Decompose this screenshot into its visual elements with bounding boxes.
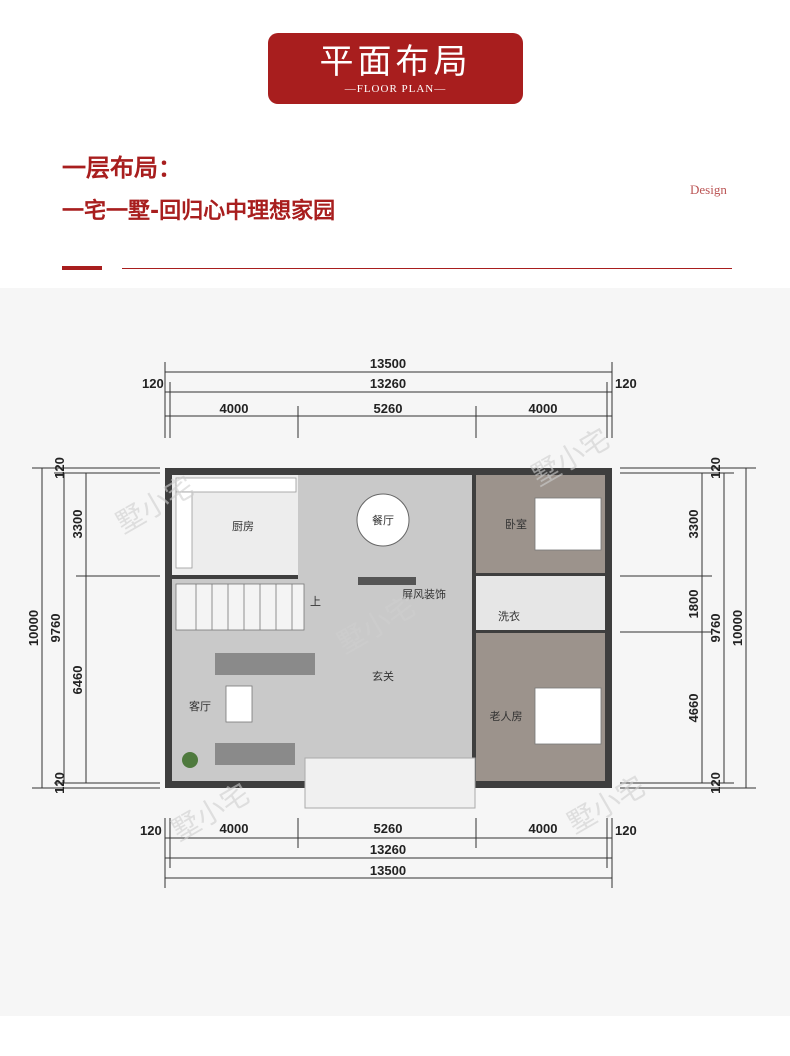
plant: [182, 752, 198, 768]
room-elder: 老人房: [490, 710, 523, 723]
right-wall-bottom: 120: [708, 772, 723, 794]
floor-heading: 一层布局：: [62, 154, 182, 182]
laundry-wall: [476, 630, 605, 633]
laundry-floor: [476, 576, 605, 630]
partition-wall: [472, 475, 476, 781]
elder-room-bed: [534, 687, 602, 745]
right-seg2: 1800: [686, 590, 701, 619]
top-seg1: 4000: [220, 401, 249, 416]
bottom-seg2: 5260: [374, 821, 403, 836]
building-footprint: 上: [165, 468, 612, 809]
room-foyer: 玄关: [372, 669, 394, 683]
floor-slogan: 一宅一墅-回归心中理想家园: [62, 199, 336, 224]
top-total-inner: 13260: [370, 376, 406, 391]
top-seg3: 4000: [529, 401, 558, 416]
bedroom-wall: [476, 573, 605, 576]
room-dining: 餐厅: [372, 513, 394, 527]
right-seg3: 4660: [686, 694, 701, 723]
stair-up-mark: 上: [310, 595, 321, 608]
top-wall-right: 120: [615, 376, 637, 391]
dining-table: [356, 493, 410, 547]
right-dimension-lines: [620, 467, 756, 789]
bottom-dimension-lines: [164, 818, 613, 888]
screen-divider: [358, 577, 416, 585]
room-living: 客厅: [189, 699, 211, 713]
header-subtitle: —FLOOR PLAN—: [344, 83, 447, 95]
floor-plan-drawing: 13500 13260 120 120 4000 5260 4000 4000 …: [26, 356, 756, 888]
left-total-inner: 9760: [48, 614, 63, 643]
bottom-wall-left: 120: [140, 823, 162, 838]
living-sofa-side: [215, 743, 295, 765]
design-tag: Design: [690, 182, 727, 197]
staircase: [175, 583, 305, 631]
top-wall-left: 120: [142, 376, 164, 391]
right-total-inner: 9760: [708, 614, 723, 643]
left-total-outer: 10000: [26, 610, 41, 646]
top-dimension-lines: [164, 362, 613, 438]
bottom-total-inner: 13260: [370, 842, 406, 857]
living-sofa-back: [215, 653, 315, 675]
kitchen-wall: [172, 575, 298, 579]
left-seg2: 6460: [70, 666, 85, 695]
divider-rule: [122, 268, 732, 269]
left-seg1: 3300: [70, 510, 85, 539]
kitchen-counter-side: [175, 491, 193, 569]
top-total-outer: 13500: [370, 356, 406, 371]
header-title: 平面布局: [319, 42, 472, 82]
right-wall-top: 120: [708, 457, 723, 479]
room-screen: 屏风装饰: [402, 587, 446, 601]
bottom-wall-right: 120: [615, 823, 637, 838]
left-wall-bottom: 120: [52, 772, 67, 794]
top-seg2: 5260: [374, 401, 403, 416]
left-wall-top: 120: [52, 457, 67, 479]
entrance-porch: [304, 757, 476, 809]
coffee-table: [225, 685, 253, 723]
bottom-total-outer: 13500: [370, 863, 406, 878]
room-bedroom: 卧室: [505, 517, 527, 531]
bedroom-bed: [534, 497, 602, 551]
bottom-seg1: 4000: [220, 821, 249, 836]
bottom-seg3: 4000: [529, 821, 558, 836]
room-kitchen: 厨房: [232, 520, 254, 533]
right-total-outer: 10000: [730, 610, 745, 646]
floor-plan-area: 13500 13260 120 120 4000 5260 4000 4000 …: [0, 288, 790, 1016]
kitchen-counter: [175, 477, 297, 493]
header-badge: 平面布局 —FLOOR PLAN—: [268, 33, 523, 104]
right-seg1: 3300: [686, 510, 701, 539]
left-dimension-lines: [32, 467, 160, 789]
room-laundry: 洗衣: [498, 609, 520, 623]
accent-rule: [62, 266, 102, 270]
